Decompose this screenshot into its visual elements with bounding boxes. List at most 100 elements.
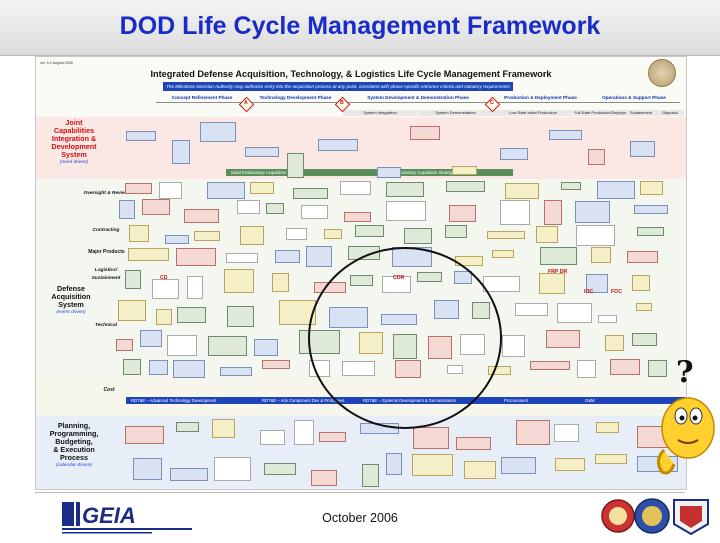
process-box <box>260 430 286 446</box>
process-box <box>605 335 625 352</box>
process-box <box>544 199 562 226</box>
process-box <box>286 153 304 178</box>
process-box <box>576 359 596 378</box>
process-box <box>386 201 426 222</box>
process-box <box>119 199 136 219</box>
process-box <box>173 360 205 379</box>
process-box <box>127 248 169 261</box>
process-box <box>409 126 440 140</box>
process-box <box>164 235 189 244</box>
process-box <box>294 419 314 445</box>
process-box <box>171 140 190 165</box>
process-box <box>597 181 635 200</box>
process-box <box>193 230 220 242</box>
subphase-system-integration: System Integration <box>343 110 417 116</box>
process-box <box>184 209 220 224</box>
process-box <box>156 309 173 326</box>
process-box <box>139 330 163 347</box>
process-box <box>186 275 203 299</box>
chart-title: Integrated Defense Acquisition, Technolo… <box>150 69 552 79</box>
footer-date: October 2006 <box>322 511 398 525</box>
logistics-label: Logistics/ Sustainment <box>91 268 121 281</box>
process-box <box>500 199 531 226</box>
process-box <box>271 272 290 293</box>
process-box <box>455 436 491 450</box>
process-box <box>449 204 476 222</box>
process-box <box>385 453 402 476</box>
process-box <box>574 200 610 223</box>
process-box <box>199 122 237 142</box>
ppbe-label: Planning, Programming, Budgeting, & Exec… <box>49 421 99 469</box>
process-box <box>591 246 612 263</box>
strip-rdte-atd: RDT&E – Advanced Technology Development <box>126 397 261 404</box>
lane-jcids <box>36 117 686 179</box>
process-box <box>220 366 253 377</box>
process-box <box>631 274 651 292</box>
smiley-question-icon: ? <box>648 355 720 480</box>
milestone-a-label: A <box>244 100 248 106</box>
process-box <box>261 360 291 369</box>
process-box <box>208 336 248 357</box>
process-box <box>149 360 168 376</box>
process-box <box>223 269 255 294</box>
foc-label: FOC <box>611 289 622 295</box>
strip-rdte-acd: RDT&E – Adv Component Dev & Prototypes <box>257 397 362 404</box>
emblem-icon <box>600 490 712 538</box>
process-box <box>585 273 609 293</box>
process-box <box>536 225 559 244</box>
process-box <box>319 431 347 442</box>
process-box <box>556 303 592 323</box>
subphase-full-rate: Full-Rate Production/Deployment <box>574 110 626 116</box>
process-box <box>354 225 384 238</box>
process-box <box>214 456 251 482</box>
process-box <box>492 249 515 259</box>
process-box <box>266 203 284 215</box>
process-box <box>301 204 329 220</box>
cost-label: Cost <box>103 387 115 393</box>
process-box <box>226 253 258 264</box>
phase-system-development: System Development & Demonstration Phase <box>343 94 493 103</box>
process-box <box>275 249 300 264</box>
seal-icon <box>648 59 676 87</box>
process-box <box>412 454 454 476</box>
framework-chart: ver. 5.2 August 2005 Integrated Defense … <box>35 56 687 490</box>
process-box <box>504 182 539 199</box>
process-box <box>529 360 570 371</box>
process-box <box>206 181 246 199</box>
milestone-c-label: C <box>490 100 494 106</box>
das-label: Defense Acquisition System (event driven… <box>51 284 91 316</box>
process-box <box>445 181 485 193</box>
subphase-sustainment: Sustainment <box>626 110 656 116</box>
process-box <box>404 228 432 244</box>
footer-divider <box>35 492 685 493</box>
process-box <box>560 181 582 191</box>
chart-version: ver. 5.2 August 2005 <box>40 61 73 65</box>
process-box <box>122 359 142 376</box>
process-box <box>170 467 209 481</box>
process-box <box>539 273 565 295</box>
process-box <box>483 276 521 293</box>
process-box <box>176 248 217 267</box>
subphase-disposal: Disposal <box>656 110 684 116</box>
process-box <box>555 458 586 471</box>
process-box <box>500 457 537 474</box>
process-box <box>597 315 618 324</box>
process-box <box>377 167 401 179</box>
process-box <box>323 229 342 240</box>
process-box <box>385 182 425 198</box>
process-box <box>249 182 275 195</box>
strategy-initial: Initial Evolutionary Acquisition Strateg… <box>226 169 391 176</box>
process-box <box>576 225 616 246</box>
process-box <box>253 338 279 356</box>
process-box <box>633 204 669 214</box>
process-box <box>212 419 236 438</box>
svg-text:?: ? <box>676 360 694 390</box>
process-box <box>237 199 261 215</box>
process-box <box>501 334 526 358</box>
process-box <box>610 359 640 376</box>
process-box <box>515 303 548 316</box>
process-box <box>540 247 578 266</box>
process-box <box>549 130 583 141</box>
subphase-lrip: Low-Rate Initial Production <box>493 110 573 116</box>
process-box <box>451 165 477 176</box>
